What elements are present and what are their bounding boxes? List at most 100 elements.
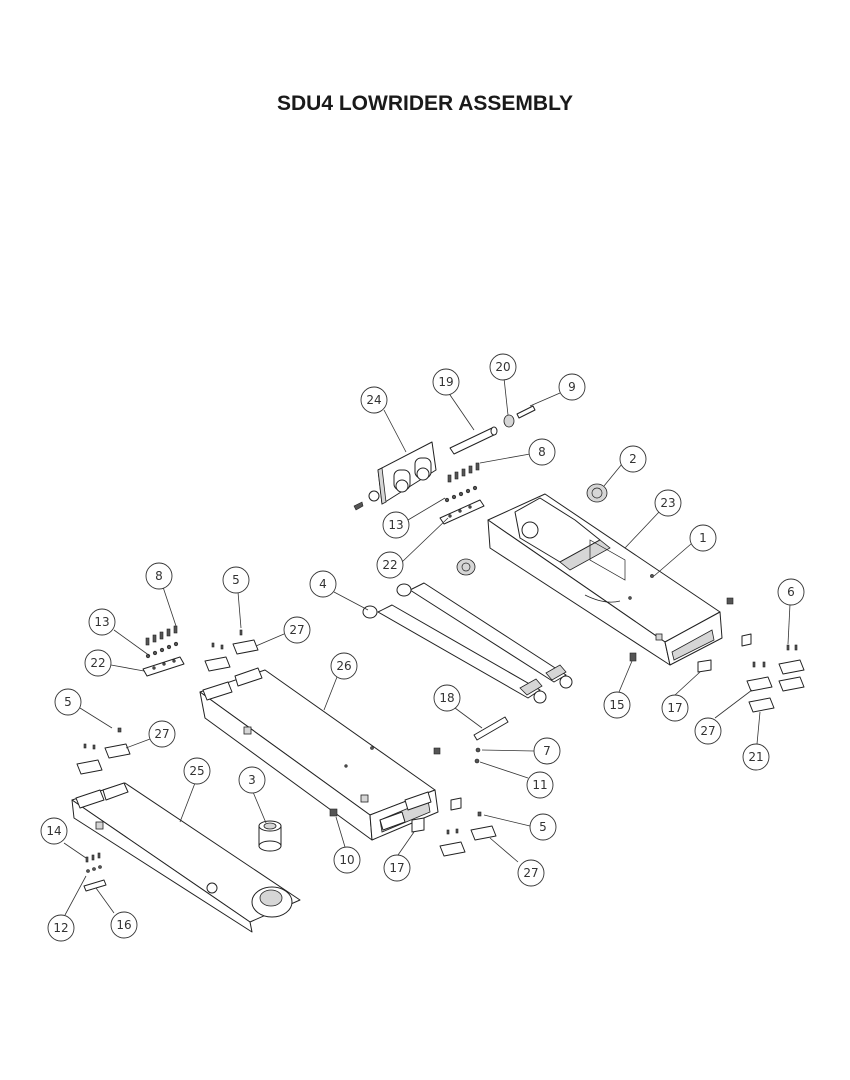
part-pads-lower-center [411, 797, 497, 857]
part-bushing-small [503, 414, 515, 428]
callout: 21 [742, 743, 770, 771]
part-main-base-frame [487, 493, 723, 666]
callout: 14 [40, 817, 68, 845]
callout: 16 [110, 911, 138, 939]
callout-label: 15 [609, 698, 624, 712]
callout-label: 16 [116, 918, 131, 932]
callout: 7 [533, 737, 561, 765]
callout: 22 [376, 551, 404, 579]
callout: 11 [526, 771, 554, 799]
part-bushing-2 [586, 483, 608, 503]
callout-label: 6 [787, 585, 795, 599]
callout-label: 21 [748, 750, 763, 764]
callout-label: 11 [532, 778, 547, 792]
callout-label: 17 [667, 701, 682, 715]
part-hardware-7-11 [474, 747, 481, 764]
callout: 8 [145, 562, 173, 590]
part-hydraulic-cylinders [362, 582, 573, 704]
callouts: 24 19 20 9 8 2 13 22 23 1 8 5 4 6 13 27 … [40, 353, 805, 942]
callout-label: 5 [232, 573, 240, 587]
callout: 6 [777, 578, 805, 606]
callout: 5 [54, 688, 82, 716]
callout-label: 27 [289, 623, 304, 637]
part-wear-pads-right [746, 659, 805, 692]
part-washers-top [444, 485, 478, 503]
part-large-bushing [258, 820, 282, 852]
part-mounting-bar-left [142, 656, 185, 677]
callout-label: 7 [543, 744, 551, 758]
callout: 10 [333, 846, 361, 874]
callout: 23 [654, 489, 682, 517]
part-hardware-lower-left [83, 852, 107, 892]
callout: 27 [694, 717, 722, 745]
callout-label: 26 [336, 659, 351, 673]
callout-label: 8 [538, 445, 546, 459]
callout-label: 10 [339, 853, 354, 867]
part-hinge-pin [449, 426, 498, 455]
callout: 13 [88, 608, 116, 636]
callout: 12 [47, 914, 75, 942]
callout-label: 18 [439, 691, 454, 705]
callout-label: 13 [388, 518, 403, 532]
part-nut-cluster-10 [329, 747, 441, 817]
callout-label: 5 [64, 695, 72, 709]
callout: 17 [383, 854, 411, 882]
part-middle-extension-arm [199, 667, 439, 841]
callout: 4 [309, 570, 337, 598]
part-bracket-plate [353, 441, 437, 511]
callout-label: 27 [154, 727, 169, 741]
part-mounting-bar-top [439, 499, 485, 525]
callout-label: 5 [539, 820, 547, 834]
callout-label: 12 [53, 921, 68, 935]
part-screws-6 [752, 644, 798, 668]
callout: 27 [148, 720, 176, 748]
callout: 5 [529, 813, 557, 841]
callout: 22 [84, 649, 112, 677]
callout: 13 [382, 511, 410, 539]
callout: 27 [517, 859, 545, 887]
part-bushing-center [456, 558, 476, 576]
callout-label: 20 [495, 360, 510, 374]
callout: 26 [330, 652, 358, 680]
part-pad-17-right [697, 633, 752, 673]
callout-label: 24 [366, 393, 381, 407]
callout-label: 2 [629, 452, 637, 466]
callout-label: 22 [382, 558, 397, 572]
callout: 8 [528, 438, 556, 466]
callout-label: 25 [189, 764, 204, 778]
callout-label: 23 [660, 496, 675, 510]
callout: 18 [433, 684, 461, 712]
part-bolts-top [447, 462, 480, 483]
callout-label: 13 [94, 615, 109, 629]
callout: 15 [603, 691, 631, 719]
callout-label: 1 [699, 531, 707, 545]
callout-label: 9 [568, 380, 576, 394]
callout-label: 4 [319, 577, 327, 591]
callout-label: 3 [248, 773, 256, 787]
part-bolts-left [145, 625, 178, 646]
part-pads-left [76, 727, 131, 775]
part-nut-cluster-15 [629, 597, 734, 662]
callout: 5 [222, 566, 250, 594]
part-front-extension-arm [71, 782, 301, 933]
part-pin-18 [473, 716, 509, 741]
callout: 19 [432, 368, 460, 396]
part-pad-21 [748, 697, 775, 713]
callout-label: 14 [46, 824, 61, 838]
callout: 20 [489, 353, 517, 381]
page-title: SDU4 LOWRIDER ASSEMBLY [277, 92, 573, 115]
callout: 17 [661, 694, 689, 722]
callout-label: 22 [90, 656, 105, 670]
part-pads-middle-arm [204, 629, 259, 672]
callout: 24 [360, 386, 388, 414]
callout: 25 [183, 757, 211, 785]
callout-label: 17 [389, 861, 404, 875]
callout: 2 [619, 445, 647, 473]
leader-lines [63, 377, 791, 916]
callout: 27 [283, 616, 311, 644]
callout: 1 [689, 524, 717, 552]
part-grease-fitting [516, 405, 536, 419]
callout: 9 [558, 373, 586, 401]
callout-label: 27 [700, 724, 715, 738]
